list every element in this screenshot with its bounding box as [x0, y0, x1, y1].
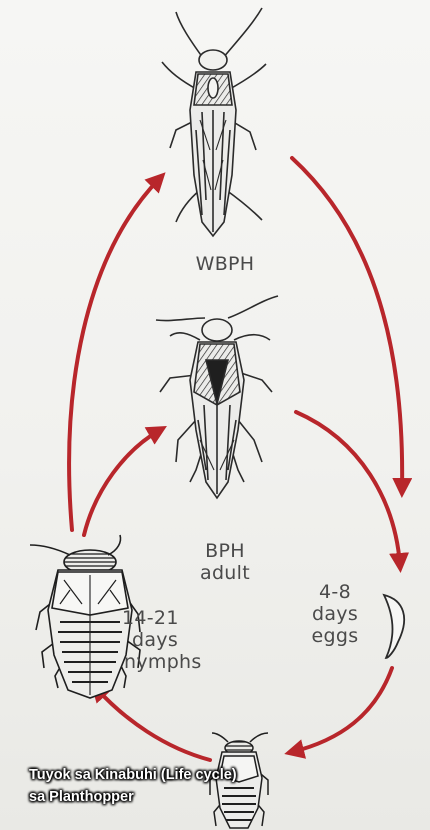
caption-line2: sa Planthopper — [29, 786, 237, 808]
wbph-adult-insect-icon — [162, 8, 266, 236]
nymph-label-line3: nymphs — [120, 651, 210, 673]
egg-label-line2: days — [300, 603, 370, 625]
arrow-eggs-to-small-nymph — [292, 668, 392, 752]
arrow-nymph-to-bph — [84, 430, 160, 535]
wbph-label: WBPH — [180, 253, 270, 275]
nymph-stage-label: 14-21 days nymphs — [120, 607, 210, 673]
arrow-nymph-to-wbph — [69, 178, 160, 530]
arrow-small-nymph-to-nymph — [96, 688, 210, 760]
bph-adult-label: BPH adult — [190, 540, 260, 584]
diagram-caption: Tuyok sa Kinabuhi (Life cycle) sa Planth… — [29, 764, 237, 808]
nymph-label-line1: 14-21 — [120, 607, 210, 629]
arrow-wbph-to-eggs — [292, 158, 402, 490]
egg-label-line3: eggs — [300, 625, 370, 647]
egg-icon — [384, 595, 404, 658]
bph-label-line2: adult — [190, 562, 260, 584]
nymph-label-line2: days — [120, 629, 210, 651]
egg-stage-label: 4-8 days eggs — [300, 581, 370, 647]
caption-line1: Tuyok sa Kinabuhi (Life cycle) — [29, 764, 237, 786]
arrow-bph-to-eggs — [296, 412, 400, 565]
bph-label-line1: BPH — [190, 540, 260, 562]
bph-adult-insect-icon — [156, 296, 278, 498]
egg-label-line1: 4-8 — [300, 581, 370, 603]
